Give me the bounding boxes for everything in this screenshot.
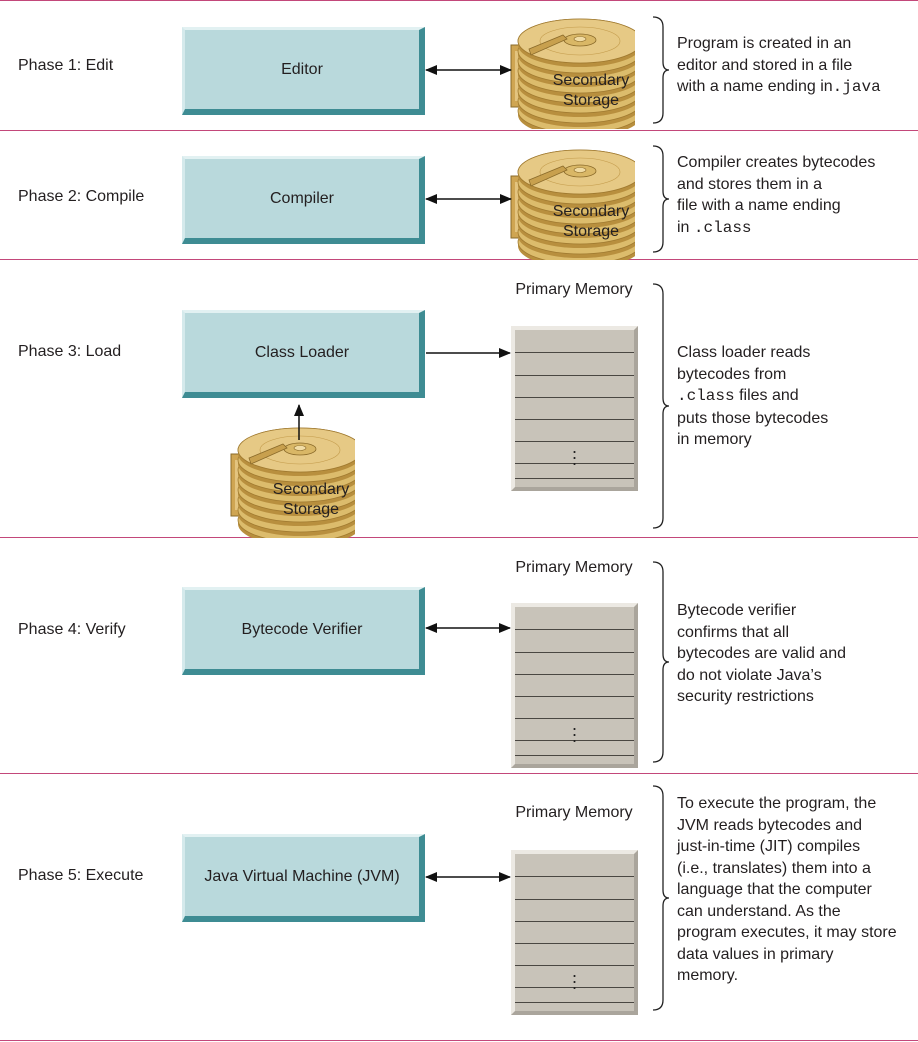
primary-memory-stack: ... <box>511 603 638 768</box>
phase-3-label: Phase 3: Load <box>18 343 122 360</box>
disk-label: Secondary Storage <box>552 72 630 109</box>
memory-cell-line <box>515 375 634 376</box>
primary-memory-stack: ... <box>511 850 638 1015</box>
memory-cell-line <box>515 441 634 442</box>
ellipsis-dots: ... <box>572 437 578 469</box>
secondary-storage-disk-icon: Secondary Storage <box>225 420 363 546</box>
separator-line <box>0 0 918 1</box>
brace <box>652 16 670 124</box>
separator-line <box>0 1040 918 1041</box>
primary-memory-label: Primary Memory <box>515 804 633 821</box>
memory-cell-line <box>515 740 634 741</box>
phase-1-label: Phase 1: Edit <box>18 57 114 74</box>
memory-cell-line <box>515 899 634 900</box>
primary-memory-label: Primary Memory <box>515 281 633 298</box>
memory-cell-line <box>515 755 634 756</box>
phase-2-description: Compiler creates bytecodes and stores th… <box>677 154 876 237</box>
brace <box>652 561 670 763</box>
memory-cell-line <box>515 696 634 697</box>
secondary-storage-disk-icon: Secondary Storage <box>505 11 643 137</box>
memory-cell-line <box>515 629 634 630</box>
separator-line <box>0 773 918 774</box>
compiler-box: Compiler <box>182 156 425 244</box>
memory-cell-line <box>515 674 634 675</box>
primary-memory-label: Primary Memory <box>515 559 633 576</box>
memory-cell-line <box>515 718 634 719</box>
memory-cell-line <box>515 352 634 353</box>
ellipsis-dots: ... <box>572 961 578 993</box>
memory-cell-line <box>515 652 634 653</box>
separator-line <box>0 537 918 538</box>
memory-cell-line <box>515 463 634 464</box>
phase-4-label: Phase 4: Verify <box>18 621 126 638</box>
primary-memory-stack: ... <box>511 326 638 491</box>
separator-line <box>0 259 918 260</box>
memory-cell-line <box>515 419 634 420</box>
memory-cell-line <box>515 1002 634 1003</box>
memory-cell-line <box>515 943 634 944</box>
phase-3-description: Class loader reads bytecodes from .class… <box>677 344 829 448</box>
brace <box>652 785 670 1011</box>
disk-label: Secondary Storage <box>272 481 350 518</box>
memory-cell-line <box>515 965 634 966</box>
brace <box>652 145 670 253</box>
memory-cell-line <box>515 397 634 398</box>
memory-cell-line <box>515 876 634 877</box>
memory-cell-line <box>515 921 634 922</box>
ellipsis-dots: ... <box>572 714 578 746</box>
memory-cell-line <box>515 987 634 988</box>
disk-label: Secondary Storage <box>552 203 630 240</box>
phase-2-label: Phase 2: Compile <box>18 188 145 205</box>
editor-box: Editor <box>182 27 425 115</box>
jvm-box: Java Virtual Machine (JVM) <box>182 834 425 922</box>
bytecode-verifier-box: Bytecode Verifier <box>182 587 425 675</box>
phase-5-description: To execute the program, the JVM reads by… <box>677 795 897 984</box>
brace <box>652 283 670 529</box>
phase-1-description: Program is created in an editor and stor… <box>677 35 881 96</box>
class-loader-box: Class Loader <box>182 310 425 398</box>
phase-4-description: Bytecode verifier confirms that all byte… <box>677 602 846 705</box>
separator-line <box>0 130 918 131</box>
memory-cell-line <box>515 478 634 479</box>
phase-5-label: Phase 5: Execute <box>18 867 144 884</box>
secondary-storage-disk-icon: Secondary Storage <box>505 142 643 268</box>
